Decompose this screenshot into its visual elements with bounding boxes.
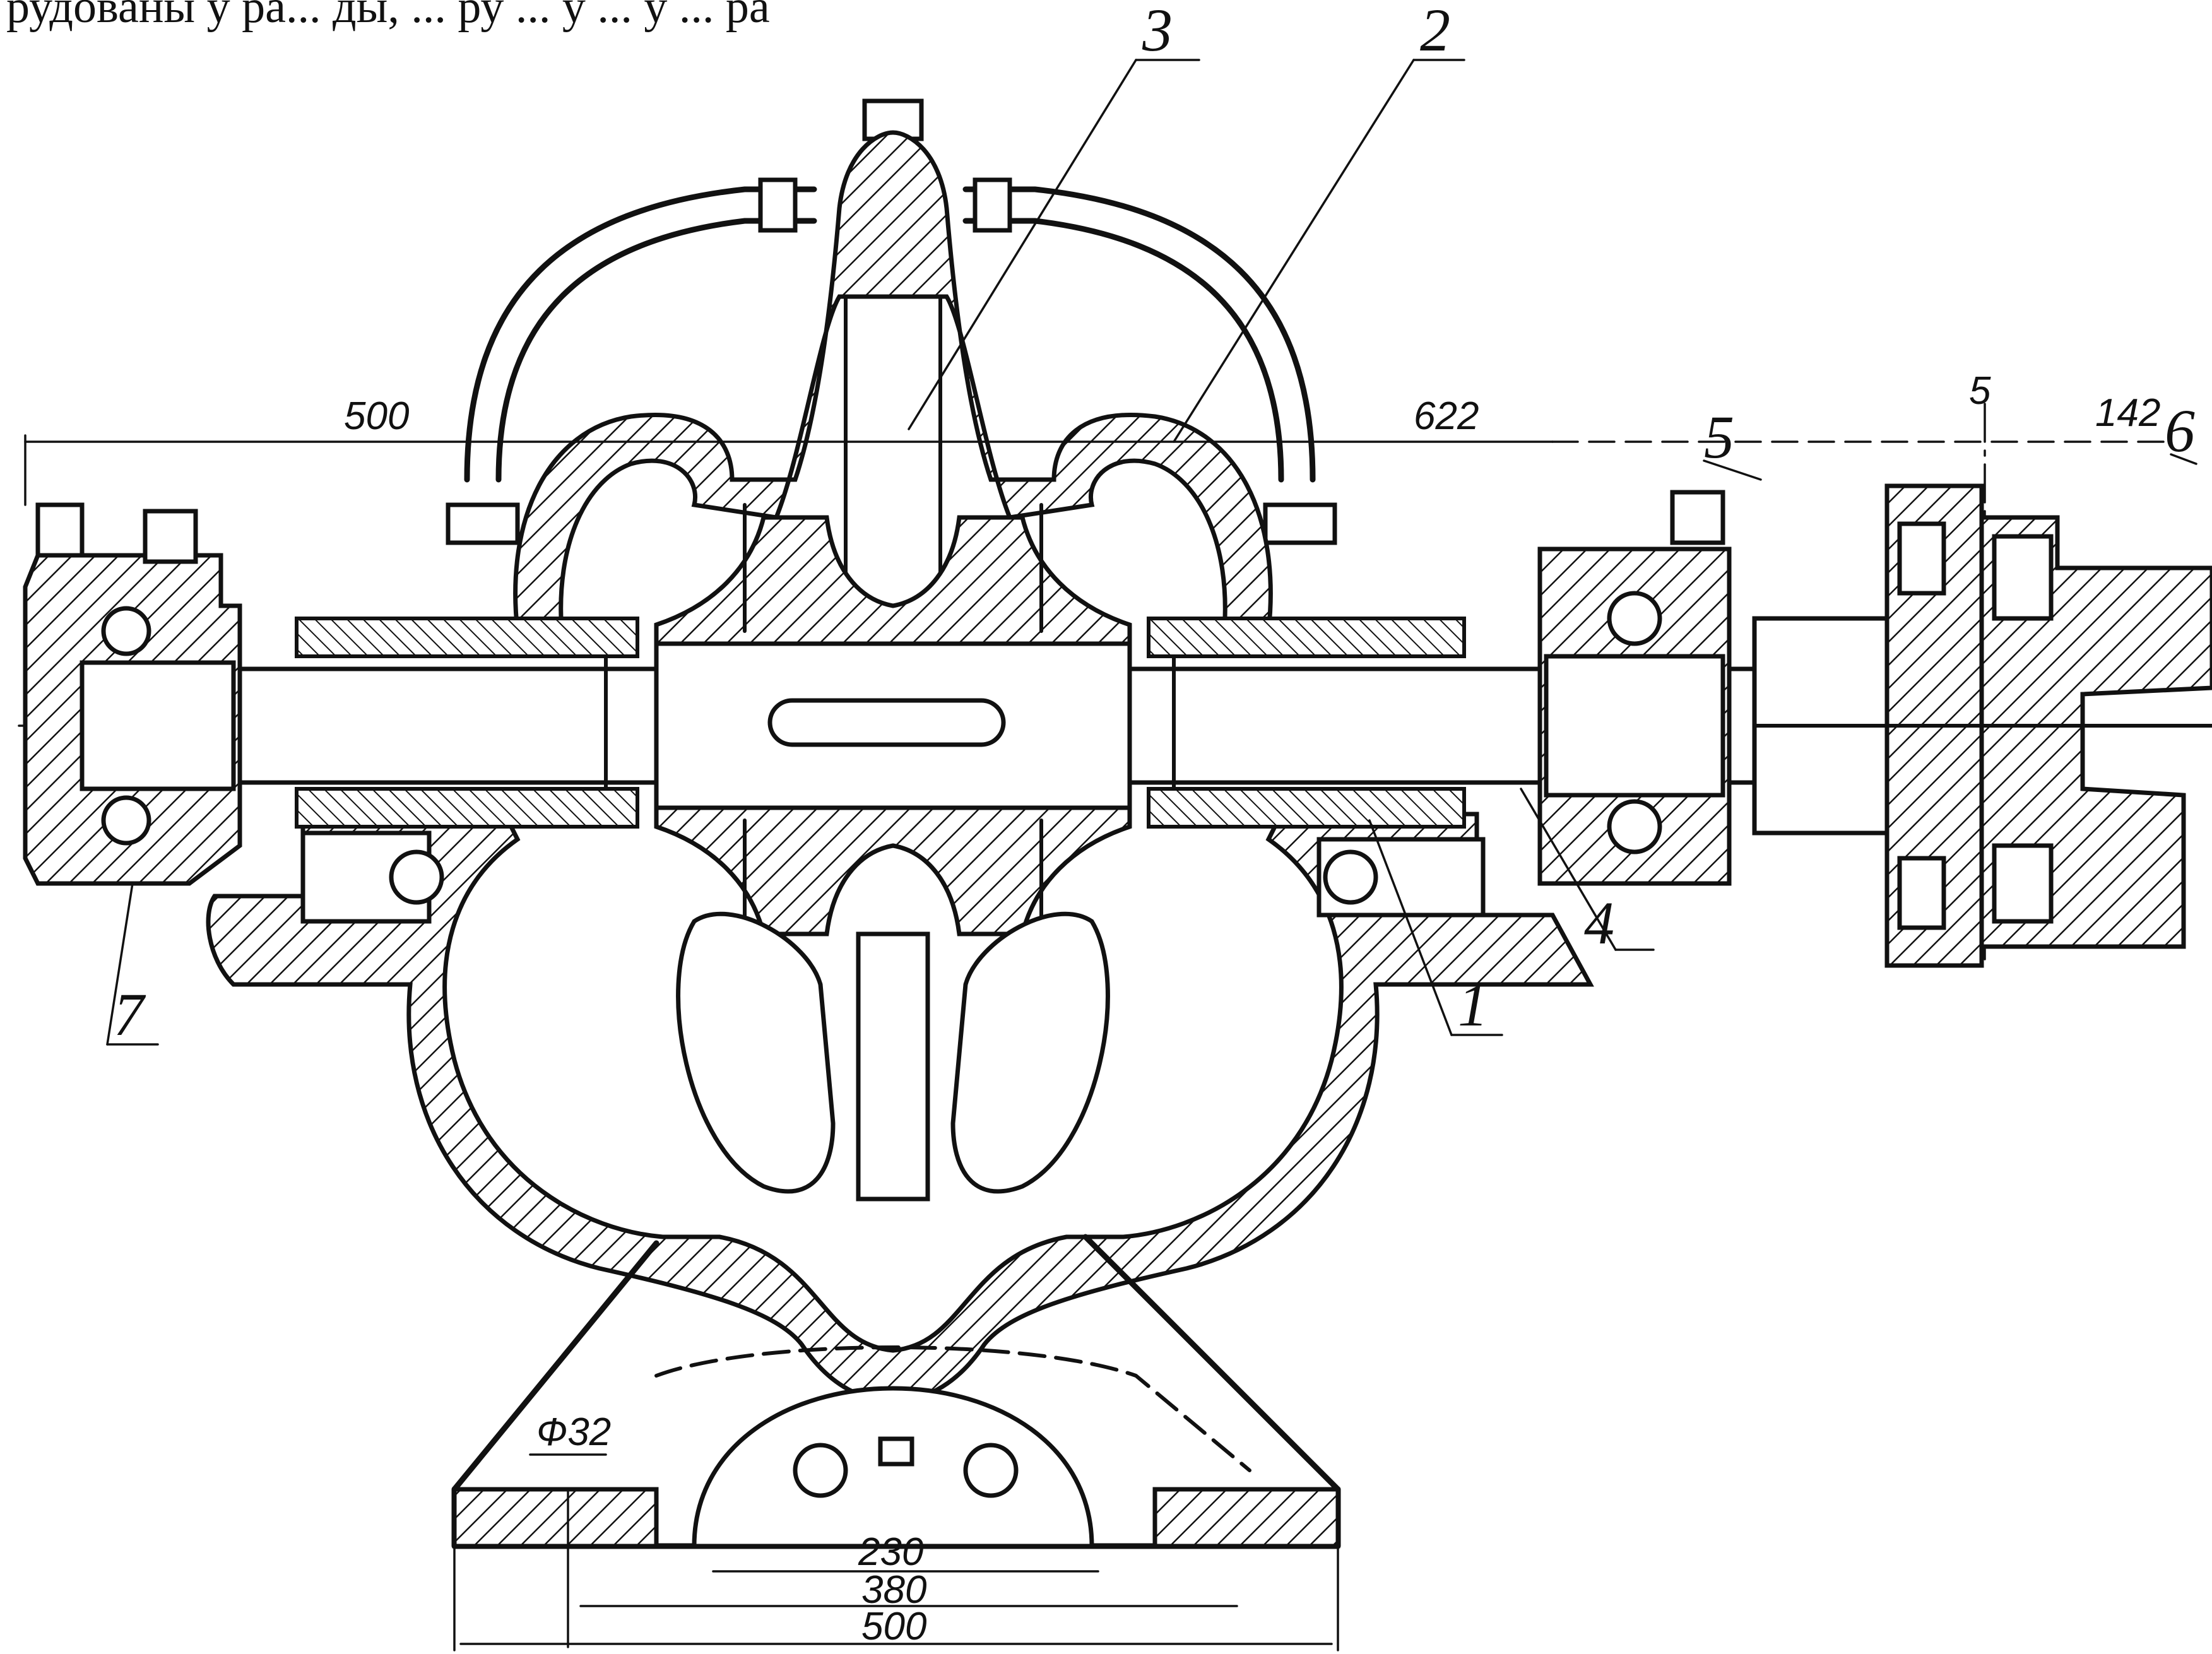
upper-casing xyxy=(513,130,1273,634)
impeller xyxy=(654,503,1132,948)
callout-1: 1 xyxy=(1458,971,1488,1039)
leader-lines xyxy=(106,59,2197,1046)
left-stuffing-box xyxy=(295,617,639,924)
callout-2: 2 xyxy=(1420,0,1450,64)
coupling xyxy=(1753,483,2212,968)
callout-5-axis: 5 xyxy=(1969,369,1991,413)
dimension-622: 622 xyxy=(1414,394,1479,438)
header-text: рудованы у ра... ды, ... ру ... у ... у … xyxy=(6,0,770,33)
dimension-230: 230 xyxy=(858,1530,923,1574)
dimension-500-bottom: 500 xyxy=(861,1605,926,1648)
dimension-lines xyxy=(459,1453,1333,1645)
callout-3: 3 xyxy=(1142,0,1173,64)
callout-7: 7 xyxy=(114,981,146,1048)
callout-4: 4 xyxy=(1584,889,1614,957)
left-bearing-housing xyxy=(23,502,242,886)
callout-6: 6 xyxy=(2165,397,2195,464)
dimension-380: 380 xyxy=(861,1568,926,1612)
dimension-500-top: 500 xyxy=(344,394,409,438)
dimension-142: 142 xyxy=(2095,391,2160,435)
callout-5: 5 xyxy=(1704,403,1734,471)
right-bearing-housing xyxy=(1537,490,1732,886)
pump-base xyxy=(451,1234,1341,1651)
dimension-phi32: Ф32 xyxy=(536,1410,611,1454)
bypass-pipes xyxy=(446,98,1337,545)
